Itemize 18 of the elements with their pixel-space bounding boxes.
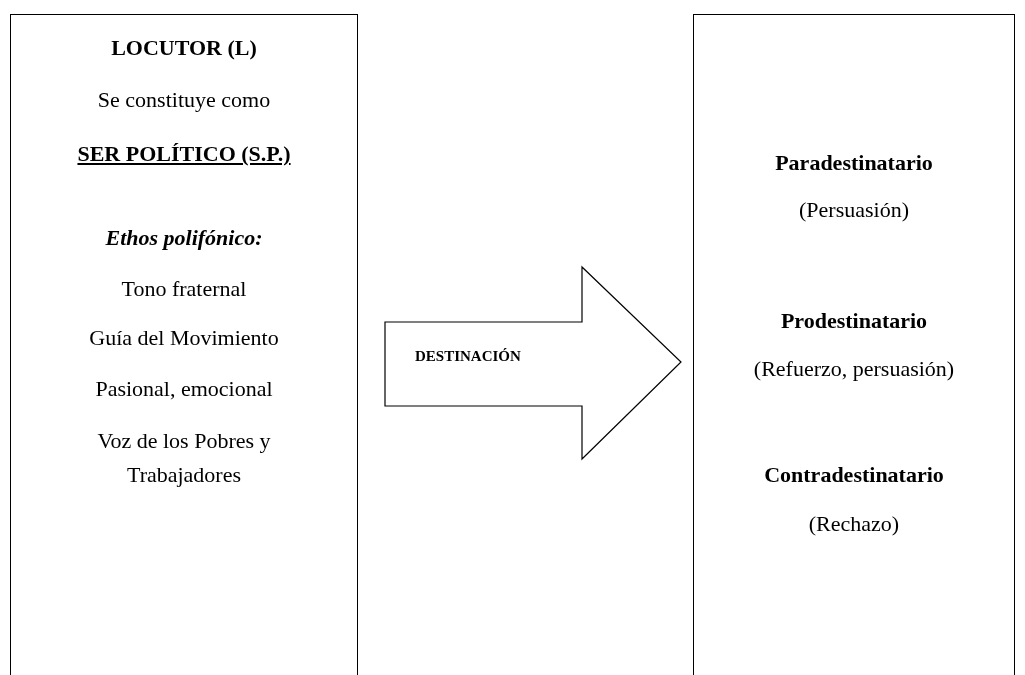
body-text: Ethos polifónico:: [105, 224, 263, 252]
body-text: (Refuerzo, persuasión): [753, 355, 955, 383]
body-text: (Rechazo): [808, 510, 900, 538]
text-panel: [10, 14, 358, 675]
body-text: (Persuasión): [799, 196, 909, 224]
heading-text: Contradestinatario: [764, 461, 944, 489]
heading-text: Prodestinatario: [780, 307, 928, 335]
body-text: Se constituye como: [97, 86, 271, 114]
heading-text: SER POLÍTICO (S.P.): [76, 140, 292, 168]
body-text: Pasional, emocional: [95, 375, 273, 403]
edge-label: DESTINACIÓN: [415, 348, 521, 365]
body-text: Guía del Movimiento: [89, 324, 279, 352]
heading-text: Paradestinatario: [775, 149, 933, 177]
heading-text: LOCUTOR (L): [111, 34, 257, 62]
body-text: Voz de los Pobres y Trabajadores: [96, 427, 272, 489]
block-arrow: [384, 265, 682, 461]
body-text: Tono fraternal: [121, 275, 247, 303]
text-panel: [693, 14, 1015, 675]
